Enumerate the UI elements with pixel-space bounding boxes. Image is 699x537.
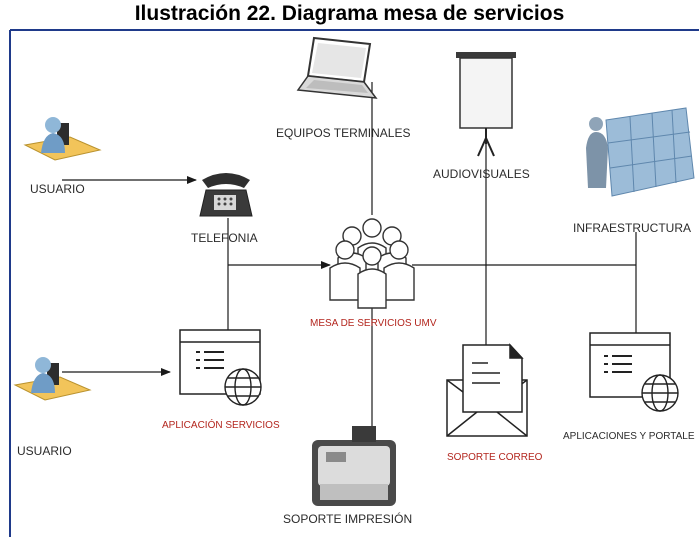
projector-screen-icon	[456, 52, 516, 157]
globe-icon	[224, 368, 262, 406]
label-telefonia: TELEFONIA	[191, 231, 258, 245]
globe-icon	[641, 374, 679, 412]
laptop-icon	[296, 36, 378, 99]
user-workstation-icon	[13, 357, 92, 401]
label-soporte-correo: SOPORTE CORREO	[447, 452, 543, 463]
label-mesa-servicios: MESA DE SERVICIOS UMV	[310, 318, 437, 329]
mail-icon	[446, 343, 528, 437]
label-soporte-impresion: SOPORTE IMPRESIÓN	[283, 511, 412, 526]
connectors	[62, 82, 637, 428]
telephone-icon	[199, 173, 253, 217]
label-usuario-top: USUARIO	[30, 182, 85, 196]
diagram-title: Ilustración 22. Diagrama mesa de servici…	[134, 2, 565, 25]
diagram-frame	[9, 29, 699, 537]
printer-icon	[312, 426, 396, 506]
user-workstation-icon	[23, 117, 102, 161]
label-usuario-bottom: USUARIO	[17, 444, 72, 458]
label-equipos-terminales: EQUIPOS TERMINALES	[276, 126, 410, 140]
server-rack-icon	[586, 107, 695, 197]
service-desk-group-icon	[329, 218, 415, 309]
label-audiovisuales: AUDIOVISUALES	[433, 167, 530, 181]
label-aplicaciones-portales: APLICACIONES Y PORTALE	[563, 431, 695, 442]
label-infraestructura: INFRAESTRUCTURA	[573, 221, 691, 235]
label-aplicacion-servicios: APLICACIÓN SERVICIOS	[162, 418, 280, 431]
